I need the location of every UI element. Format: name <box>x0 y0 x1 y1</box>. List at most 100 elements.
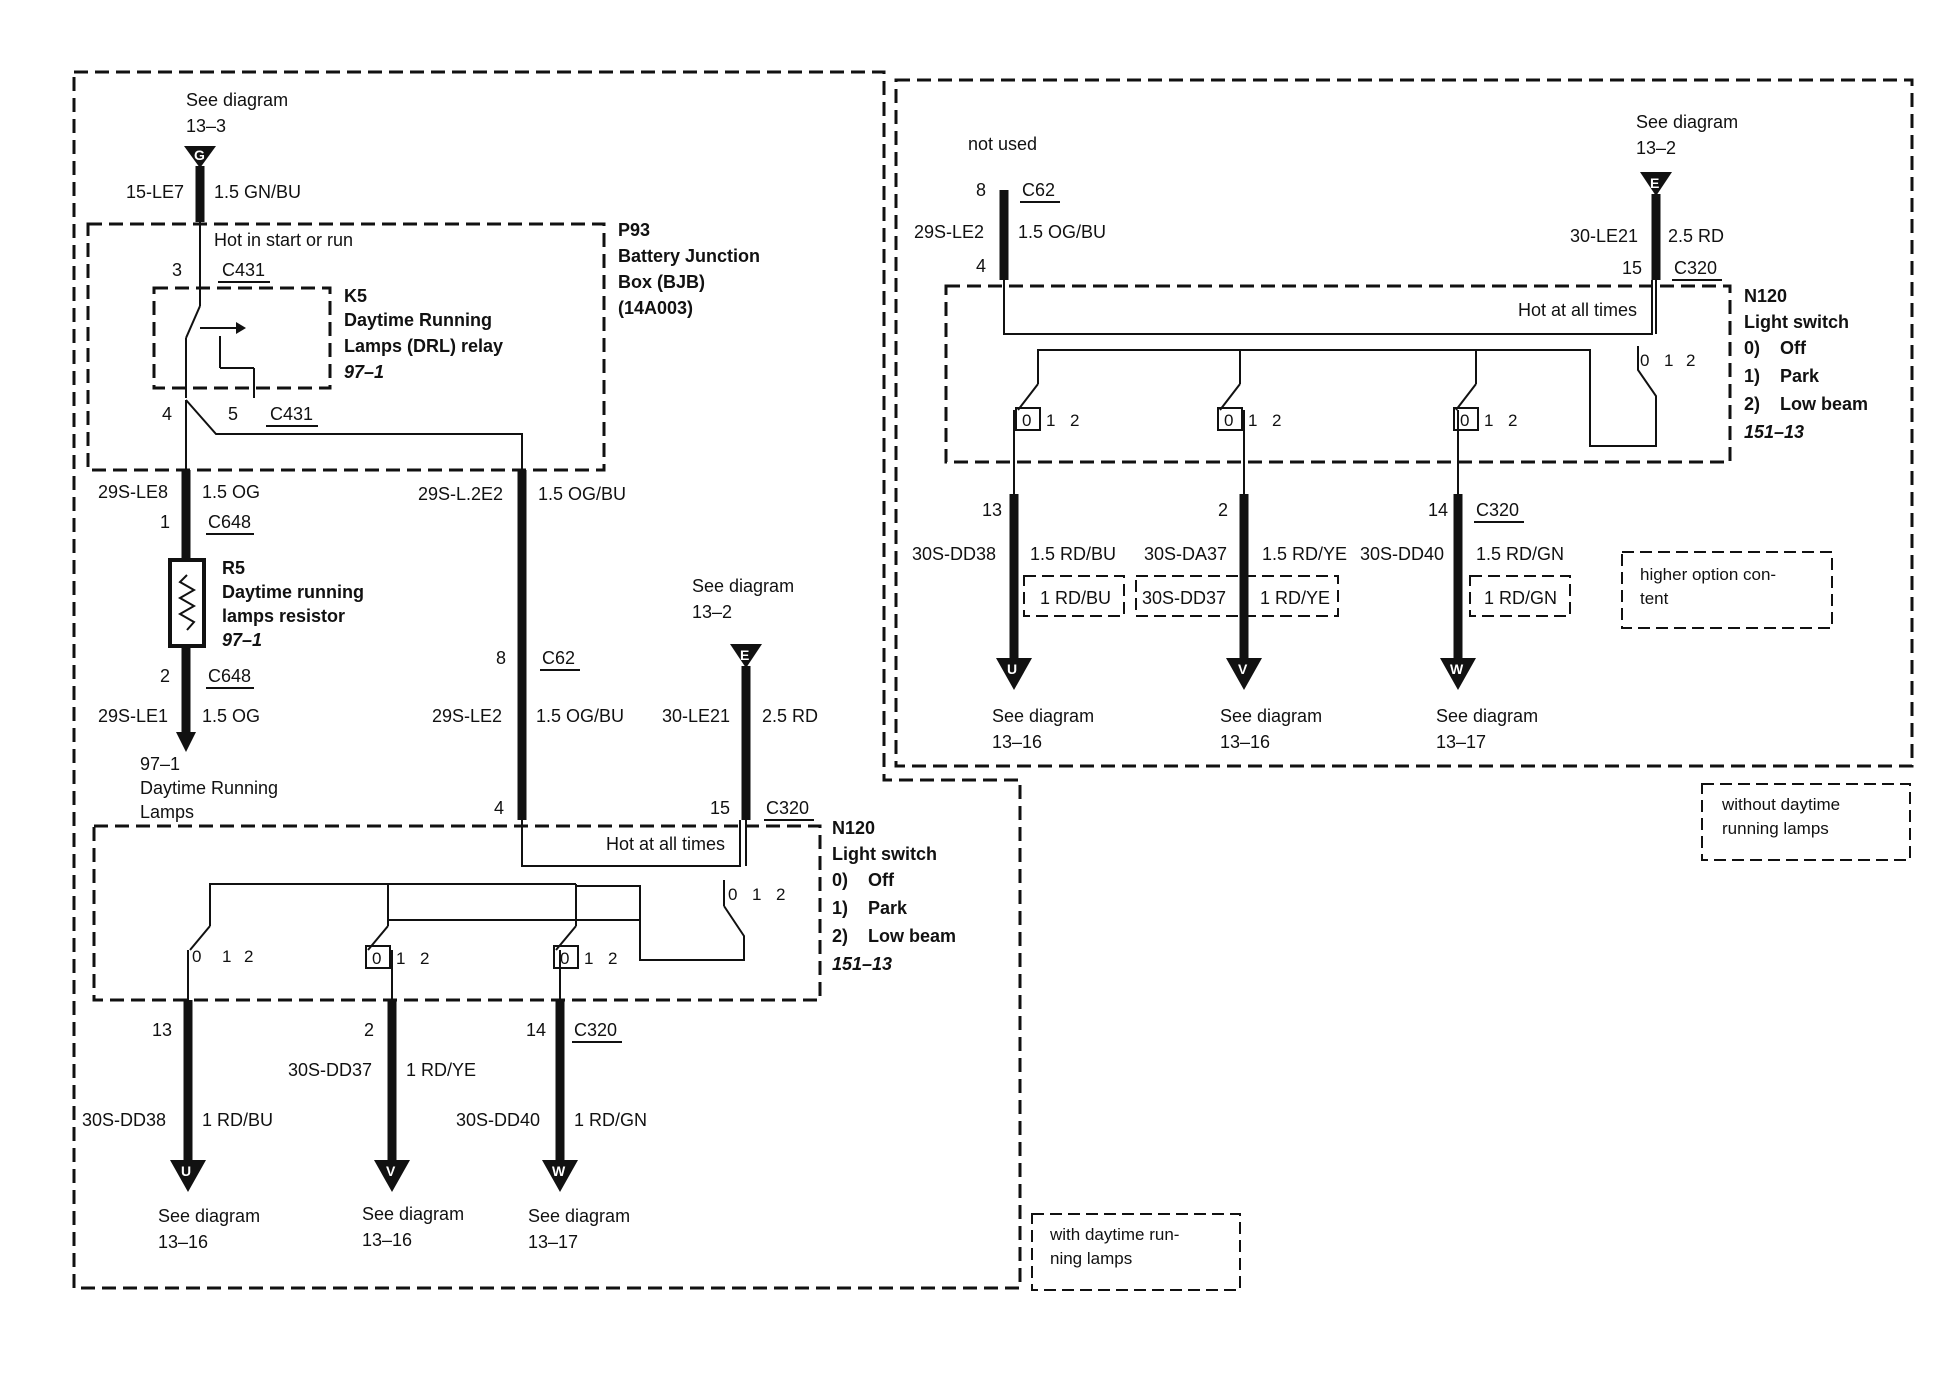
connector-w-icon <box>542 1160 578 1192</box>
r-alt1-box <box>1023 575 1125 617</box>
r-c62-conn: C62 <box>1022 180 1055 200</box>
sw3-p1: 1 <box>584 949 593 968</box>
r-switch-id: N120 <box>1744 286 1787 306</box>
drl-wire-circuit: 29S-LE8 <box>98 482 168 502</box>
r-c62-spec: 1.5 OG/BU <box>1018 222 1106 242</box>
relay-line1: Daytime Running <box>344 310 492 330</box>
r-sw1-p0: 0 <box>1022 411 1031 430</box>
mid-wire-spec2: 1.5 OG/BU <box>536 706 624 726</box>
drl-wire-spec: 1.5 OG <box>202 482 260 502</box>
sw-main-p2: 2 <box>776 885 785 904</box>
mid-wire-circuit2: 29S-LE2 <box>432 706 502 726</box>
switch-o1-label: Park <box>868 898 908 918</box>
connector-g-icon <box>184 146 216 168</box>
r-e-ref-number: 13–2 <box>1636 138 1676 158</box>
sw1-p0: 0 <box>192 947 201 966</box>
left-note-box <box>1031 1213 1241 1291</box>
r-out1-pin: 13 <box>982 500 1002 520</box>
drl-out-line2: Lamps <box>140 802 194 822</box>
resistor-line1: Daytime running <box>222 582 364 602</box>
r-e-wire-spec: 2.5 RD <box>1668 226 1724 246</box>
r-out3-ref-line1: See diagram <box>1436 706 1538 726</box>
r-switch-o2-label: Low beam <box>1780 394 1868 414</box>
r-out3-conn: C320 <box>1476 500 1519 520</box>
r-out2-alt: 1 RD/YE <box>1260 588 1330 608</box>
left-note-line1: with daytime run- <box>1049 1225 1179 1244</box>
r-switch-o1-label: Park <box>1780 366 1820 386</box>
mid-wire-circuit: 29S-L.2E2 <box>418 484 503 504</box>
r-switch-o0-label: Off <box>1780 338 1807 358</box>
r-out3-ref-line2: 13–17 <box>1436 732 1486 752</box>
top-ref-label: See diagram <box>186 90 288 110</box>
relay-conn-top: C431 <box>222 260 265 280</box>
r-out2-ref-line1: See diagram <box>1220 706 1322 726</box>
bjb-id: P93 <box>618 220 650 240</box>
not-used-label: not used <box>968 134 1037 154</box>
r-switch-o2: 2) <box>1744 394 1760 414</box>
bjb-line1: Battery Junction <box>618 246 760 266</box>
out1-pin: 13 <box>152 1020 172 1040</box>
relay-arrow-icon <box>236 322 246 334</box>
resistor-pin: 2 <box>160 666 170 686</box>
r-sw-main-p2: 2 <box>1686 351 1695 370</box>
e-wire-circuit: 30-LE21 <box>662 706 730 726</box>
sw3-p0: 0 <box>560 949 569 968</box>
sw-main-p1: 1 <box>752 885 761 904</box>
drl-out-line1: Daytime Running <box>140 778 278 798</box>
r-sw2-p0: 0 <box>1224 411 1233 430</box>
resistor-ref: 97–1 <box>222 630 262 650</box>
relay-conn-bot: C431 <box>270 404 313 424</box>
mid-wire-pin4: 4 <box>494 798 504 818</box>
switch-o0: 0) <box>832 870 848 890</box>
relay-line2: Lamps (DRL) relay <box>344 336 503 356</box>
switch-o2: 2) <box>832 926 848 946</box>
r-connector-w-letter: W <box>1450 661 1464 677</box>
relay-pin5: 5 <box>228 404 238 424</box>
out1-ref-line2: 13–16 <box>158 1232 208 1252</box>
r-c62-circuit: 29S-LE2 <box>914 222 984 242</box>
bjb-box <box>86 222 606 472</box>
out3-ref-line1: See diagram <box>528 1206 630 1226</box>
r-connector-u-letter: U <box>1007 661 1017 677</box>
out3-pin: 14 <box>526 1020 546 1040</box>
r-sw-main-p1: 1 <box>1664 351 1673 370</box>
switch-o1: 1) <box>832 898 848 918</box>
sw2-p2: 2 <box>420 949 429 968</box>
r-sw3-p1: 1 <box>1484 411 1493 430</box>
r-connector-e-icon <box>1640 172 1672 196</box>
mid-wire-pin: 8 <box>496 648 506 668</box>
r-switch-ref: 151–13 <box>1744 422 1804 442</box>
bjb-line2: Box (BJB) <box>618 272 705 292</box>
r-e-wire-circuit: 30-LE21 <box>1570 226 1638 246</box>
top-ref-number: 13–3 <box>186 116 226 136</box>
sw2-p0: 0 <box>372 949 381 968</box>
drl-out-ref: 97–1 <box>140 754 180 774</box>
r-sw-main-p0: 0 <box>1640 351 1649 370</box>
r-switch-o1: 1) <box>1744 366 1760 386</box>
out3-circuit: 30S-DD40 <box>456 1110 540 1130</box>
sw1-p2: 2 <box>244 947 253 966</box>
r-out2-alt-circuit: 30S-DD37 <box>1142 588 1226 608</box>
connector-e-icon <box>730 644 762 668</box>
switch-box <box>92 824 822 1002</box>
out3-ref-line2: 13–17 <box>528 1232 578 1252</box>
switch-o2-label: Low beam <box>868 926 956 946</box>
out1-spec: 1 RD/BU <box>202 1110 273 1130</box>
r-e-wire-pin: 15 <box>1622 258 1642 278</box>
r-out2-spec: 1.5 RD/YE <box>1262 544 1347 564</box>
relay-ref: 97–1 <box>344 362 384 382</box>
r-sw2-p1: 1 <box>1248 411 1257 430</box>
r-connector-w-icon <box>1440 658 1476 690</box>
drl-out-arrow-icon <box>176 732 196 752</box>
connector-g-letter: G <box>194 147 205 163</box>
resistor-conn: C648 <box>208 666 251 686</box>
drl-out-circuit: 29S-LE1 <box>98 706 168 726</box>
connector-w-letter: W <box>552 1163 566 1179</box>
r-switch-name: Light switch <box>1744 312 1849 332</box>
r-switch-hot-label: Hot at all times <box>1518 300 1637 320</box>
out2-circuit: 30S-DD37 <box>288 1060 372 1080</box>
higher-option-line1: higher option con- <box>1640 565 1776 584</box>
mid-wire-spec: 1.5 OG/BU <box>538 484 626 504</box>
out3-spec: 1 RD/GN <box>574 1110 647 1130</box>
r-alt2-box <box>1135 575 1339 617</box>
